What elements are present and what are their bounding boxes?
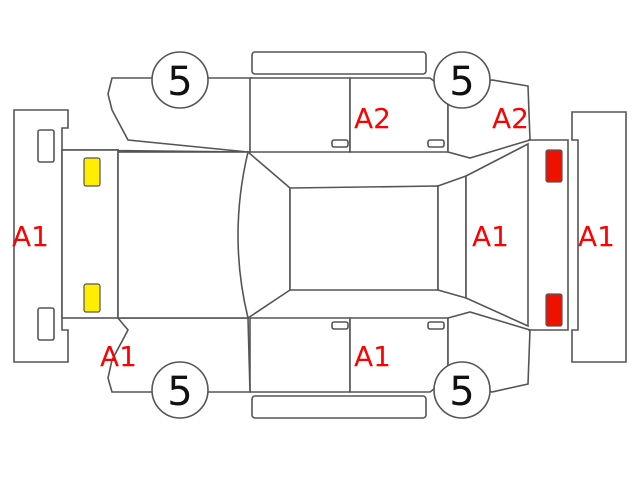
- code-rear-left-quarter: A2: [492, 102, 529, 135]
- right-roof-bar[interactable]: [251, 395, 427, 419]
- wheel-front-right[interactable]: 5: [151, 361, 209, 419]
- wheel-rear-right-rating: 5: [449, 369, 474, 415]
- wheel-front-left[interactable]: 5: [151, 51, 209, 109]
- front-bumper[interactable]: [13, 109, 69, 363]
- code-front-right-fender: A1: [100, 340, 137, 373]
- wheel-rear-left-rating: 5: [449, 59, 474, 105]
- wheel-front-left-rating: 5: [167, 59, 192, 105]
- front-right-lamp: [83, 283, 101, 313]
- rear-bumper[interactable]: [571, 111, 627, 363]
- code-front-bumper: A1: [12, 220, 49, 253]
- wheel-front-right-rating: 5: [167, 369, 192, 415]
- code-left-doors: A2: [354, 102, 391, 135]
- rear-right-lamp: [545, 293, 563, 327]
- left-roof-bar[interactable]: [251, 51, 427, 75]
- rear-glass: [465, 142, 529, 328]
- code-rear-bumper: A1: [578, 220, 615, 253]
- door-handle: [331, 321, 349, 330]
- code-rear-glass: A1: [472, 220, 509, 253]
- wheel-rear-right[interactable]: 5: [433, 361, 491, 419]
- wheel-rear-left[interactable]: 5: [433, 51, 491, 109]
- door-handle: [427, 321, 445, 330]
- door-handle: [427, 139, 445, 148]
- code-right-doors: A1: [354, 340, 391, 373]
- door-handle: [331, 139, 349, 148]
- front-left-lamp: [83, 157, 101, 187]
- car-body: [61, 77, 569, 393]
- rear-left-lamp: [545, 149, 563, 183]
